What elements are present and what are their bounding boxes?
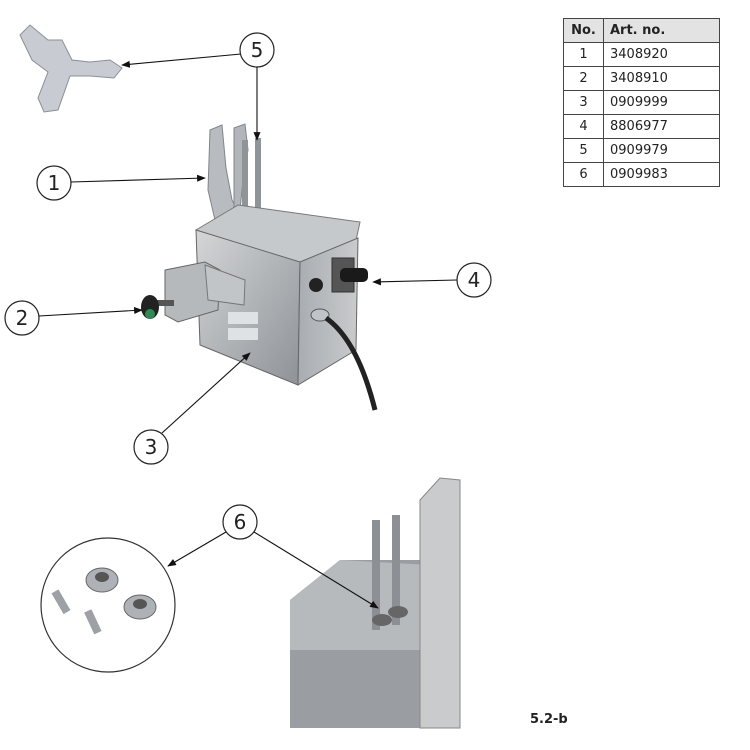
callout-3: 3 bbox=[145, 435, 158, 459]
callout-6: 6 bbox=[234, 510, 247, 534]
callout-4: 4 bbox=[468, 268, 481, 292]
leader-6a bbox=[167, 531, 227, 567]
cell-no: 1 bbox=[563, 42, 604, 67]
callout-5: 5 bbox=[251, 38, 264, 62]
cell-art-no: 8806977 bbox=[603, 114, 720, 139]
cell-no: 2 bbox=[563, 66, 604, 91]
cell-art-no: 3408910 bbox=[603, 66, 720, 91]
cell-art-no: 0909999 bbox=[603, 90, 720, 115]
detail-photo-shaft-collars bbox=[290, 477, 461, 729]
callout-1: 1 bbox=[48, 171, 61, 195]
figure-label: 5.2-b bbox=[530, 712, 568, 727]
leader-2 bbox=[38, 306, 143, 317]
cell-art-no: 0909983 bbox=[603, 162, 720, 187]
leader-5a bbox=[121, 53, 242, 68]
leader-4 bbox=[372, 278, 458, 286]
cell-art-no: 3408920 bbox=[603, 42, 720, 67]
header-art-no: Art. no. bbox=[603, 18, 720, 43]
cell-no: 3 bbox=[563, 90, 604, 115]
leader-6b bbox=[253, 531, 379, 609]
bracket-part-5 bbox=[19, 24, 123, 113]
cell-no: 5 bbox=[563, 138, 604, 163]
leader-1 bbox=[70, 174, 206, 183]
callout-2: 2 bbox=[16, 306, 29, 330]
detail-circle-part-6 bbox=[40, 537, 176, 673]
table-header-row: No. Art. no. bbox=[563, 18, 720, 43]
header-no: No. bbox=[563, 18, 604, 43]
cell-no: 4 bbox=[563, 114, 604, 139]
cell-art-no: 0909979 bbox=[603, 138, 720, 163]
cell-no: 6 bbox=[563, 162, 604, 187]
leader-3 bbox=[161, 352, 251, 434]
machine-photo bbox=[141, 123, 378, 411]
